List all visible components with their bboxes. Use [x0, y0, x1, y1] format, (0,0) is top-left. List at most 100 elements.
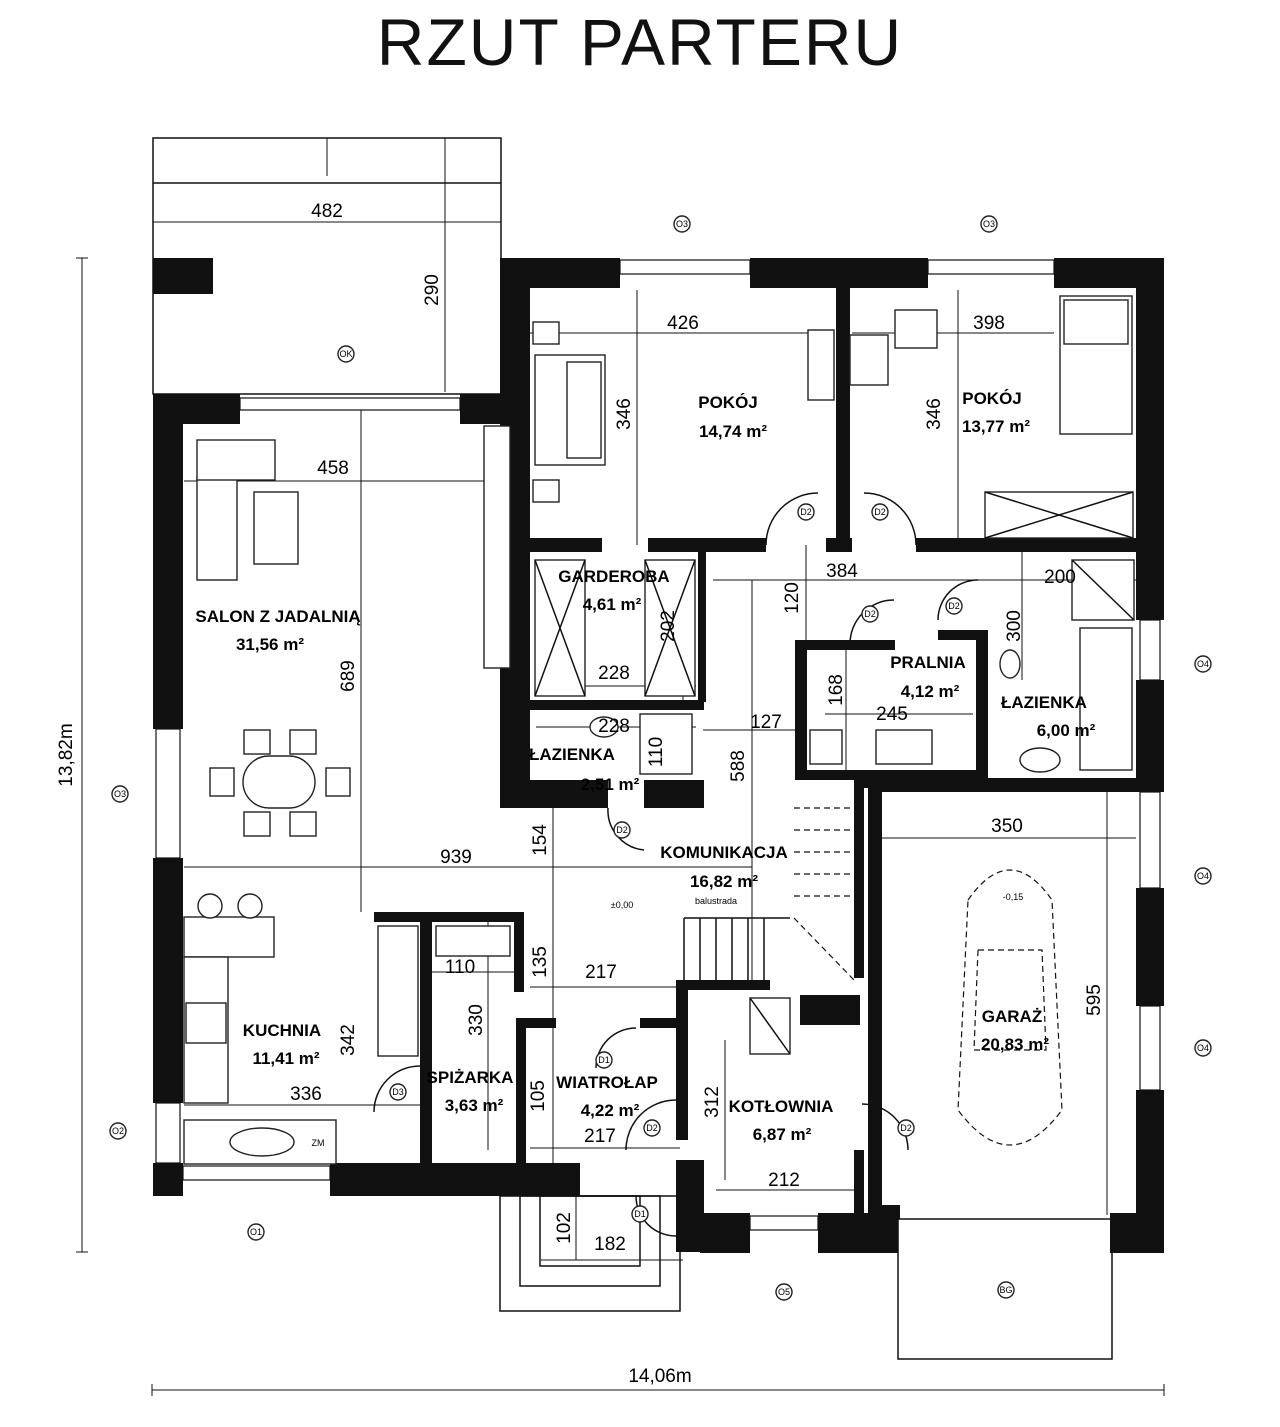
- dim-kotl-depth: 312: [702, 1086, 723, 1118]
- room-area-spizarka: 3,63 m²: [445, 1096, 504, 1115]
- dim-lazienka2-width: 200: [1044, 567, 1076, 588]
- dim-terrace-depth: 290: [422, 274, 443, 306]
- dim-overall-width: 14,06m: [628, 1366, 691, 1387]
- mark-d3: D3: [392, 1087, 404, 1097]
- misc-labels: ±0,00 -0,15 balustrada ZM: [312, 892, 1024, 1148]
- dim-pralnia-width: 245: [876, 704, 908, 725]
- sink-label: ZM: [312, 1138, 325, 1148]
- dim-salon-depth: 689: [338, 660, 359, 692]
- dim-pralnia-depth: 168: [826, 674, 847, 706]
- level-marker: ±0,00: [611, 900, 633, 910]
- room-area-kotlownia: 6,87 m²: [753, 1125, 812, 1144]
- mark-o4-c: O4: [1197, 1043, 1209, 1053]
- mark-o5: O5: [778, 1287, 790, 1297]
- balustrade-label: balustrada: [695, 896, 737, 906]
- dim-entry-102: 102: [554, 1212, 575, 1244]
- dim-pokoj2-depth: 346: [924, 398, 945, 430]
- dim-comm-127: 127: [750, 712, 782, 733]
- dim-comm-154: 154: [530, 824, 551, 856]
- dim-comm-217: 217: [585, 962, 617, 983]
- dim-corridor-120: 120: [782, 582, 803, 614]
- room-name-lazienka2: ŁAZIENKA: [1001, 693, 1087, 712]
- room-area-lazienka2: 6,00 m²: [1037, 721, 1096, 740]
- dim-pokoj2-width: 398: [973, 313, 1005, 334]
- mark-d2-g: D2: [900, 1123, 912, 1133]
- mark-o3-b: O3: [983, 219, 995, 229]
- mark-o3-a: O3: [676, 219, 688, 229]
- dim-spiz-330: 330: [466, 1004, 487, 1036]
- dim-salon-width: 458: [317, 458, 349, 479]
- dim-comm-939: 939: [440, 847, 472, 868]
- room-name-kuchnia: KUCHNIA: [243, 1021, 321, 1040]
- room-name-pokoj2: POKÓJ: [962, 389, 1022, 408]
- room-name-wiatrolap: WIATROŁAP: [556, 1073, 658, 1092]
- dim-kotl-width: 212: [768, 1170, 800, 1191]
- room-area-komunikacja: 16,82 m²: [690, 872, 758, 891]
- plan-title: RZUT PARTERU: [376, 5, 904, 79]
- level-marker-garage: -0,15: [1003, 892, 1024, 902]
- dim-corridor-width: 384: [826, 561, 858, 582]
- dim-pokoj1-depth: 346: [614, 398, 635, 430]
- mark-d2-c: D2: [948, 601, 960, 611]
- room-area-wiatrolap: 4,22 m²: [581, 1101, 640, 1120]
- room-name-garderoba: GARDEROBA: [558, 567, 669, 586]
- room-name-garaz: GARAŻ: [982, 1007, 1042, 1026]
- dim-lazienka2-depth: 300: [1004, 610, 1025, 642]
- room-area-salon: 31,56 m²: [236, 635, 304, 654]
- mark-d1-b: D1: [634, 1209, 646, 1219]
- mark-d2-a: D2: [800, 507, 812, 517]
- room-area-garderoba: 4,61 m²: [583, 595, 642, 614]
- dim-garage-width: 350: [991, 816, 1023, 837]
- room-name-kotlownia: KOTŁOWNIA: [729, 1097, 834, 1116]
- room-area-lazienka1: 2,51 m²: [581, 775, 640, 794]
- mark-o2: O2: [112, 1126, 124, 1136]
- room-name-komunikacja: KOMUNIKACJA: [660, 843, 788, 862]
- room-area-pokoj1: 14,74 m²: [699, 422, 767, 441]
- dim-kuchnia-depth: 342: [338, 1024, 359, 1056]
- mark-o4-a: O4: [1197, 659, 1209, 669]
- mark-o1: O1: [250, 1227, 262, 1237]
- dim-terrace-width: 482: [311, 201, 343, 222]
- car: [957, 869, 1063, 1146]
- room-area-pokoj2: 13,77 m²: [962, 417, 1030, 436]
- mark-bg: BG: [999, 1285, 1012, 1295]
- dim-entry-182: 182: [594, 1234, 626, 1255]
- dim-comm-588: 588: [728, 750, 749, 782]
- dim-pokoj1-width: 426: [667, 313, 699, 334]
- mark-d2-d: D2: [864, 609, 876, 619]
- room-area-kuchnia: 11,41 m²: [252, 1049, 319, 1068]
- walls: [153, 258, 1164, 1253]
- room-area-garaz: 20,83 m²: [981, 1035, 1049, 1054]
- dim-spiz-110: 110: [445, 957, 475, 978]
- stairs: [683, 807, 855, 981]
- room-name-pralnia: PRALNIA: [890, 653, 966, 672]
- mark-d2-b: D2: [874, 507, 886, 517]
- mark-ok: OK: [339, 349, 352, 359]
- dim-overall-height: 13,82m: [56, 723, 77, 786]
- room-area-pralnia: 4,12 m²: [901, 682, 960, 701]
- mark-o4-b: O4: [1197, 871, 1209, 881]
- dim-garderoba-width: 228: [598, 663, 630, 684]
- dim-wiat-217: 217: [584, 1126, 616, 1147]
- dim-wiat-105: 105: [528, 1080, 549, 1112]
- room-name-salon: SALON Z JADALNIĄ: [195, 607, 360, 626]
- dim-garage-depth: 595: [1084, 984, 1105, 1016]
- opening-marks: O3 O3 OK O3 O2 O1 O4 O4 O4 O5 BG D2 D2 D…: [109, 215, 1212, 1301]
- furniture: [183, 295, 1135, 1360]
- room-name-spizarka: SPIŻARKA: [427, 1068, 514, 1087]
- mark-o3-c: O3: [114, 789, 126, 799]
- mark-d2-f: D2: [646, 1123, 658, 1133]
- room-labels: SALON Z JADALNIĄ 31,56 m² POKÓJ 14,74 m²…: [195, 389, 1095, 1144]
- windows: [155, 259, 1161, 1231]
- dimension-labels: 482 290 426 346 398 346 458 689 384 120 …: [56, 201, 1105, 1387]
- room-name-lazienka1: ŁAZIENKA: [529, 745, 615, 764]
- dim-lazienka1-width: 228: [598, 716, 630, 737]
- mark-d1-a: D1: [598, 1055, 610, 1065]
- mark-d2-e: D2: [616, 825, 628, 835]
- dim-lazienka1-depth: 110: [646, 737, 667, 767]
- room-name-pokoj1: POKÓJ: [698, 393, 758, 412]
- dim-kuchnia-width: 336: [290, 1084, 322, 1105]
- dim-garderoba-depth: 202: [658, 610, 679, 642]
- dim-comm-135: 135: [530, 946, 551, 978]
